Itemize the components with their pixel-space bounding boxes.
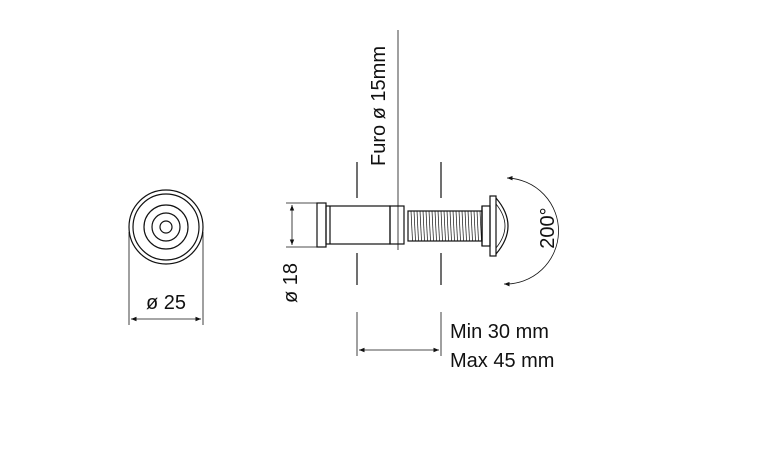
outer-barrel [325, 205, 391, 245]
thread-line [431, 210, 434, 242]
min-thickness-label: Min 30 mm [450, 321, 549, 343]
thickness-dimension: Min 30 mm Max 45 mm [356, 312, 554, 372]
viewer-body [316, 202, 405, 248]
thread-lines [410, 210, 482, 242]
max-thickness-label: Max 45 mm [450, 350, 554, 372]
thread-line [455, 210, 458, 242]
thread-line [458, 210, 461, 242]
front-diameter-dimension: ø 25 [128, 232, 204, 325]
threaded-section [407, 205, 491, 247]
thread-line [416, 210, 419, 242]
thread-line [419, 210, 422, 242]
body-diameter-dimension: ø 18 [280, 202, 318, 303]
thread-line [443, 210, 446, 242]
thread-line [425, 210, 428, 242]
thread-line [473, 210, 476, 242]
outer-ring-inner [132, 193, 200, 261]
lens-ring-inner [151, 212, 181, 242]
barrel-collar [389, 205, 405, 245]
lens-center [159, 220, 173, 234]
left-flange [316, 202, 327, 248]
thread-line [476, 210, 479, 242]
front-diameter-label: ø 25 [146, 292, 186, 314]
angle-arc [503, 175, 559, 287]
thread-line [464, 210, 467, 242]
dome-base [489, 195, 497, 257]
lens-ring [143, 204, 189, 250]
thread-line [467, 210, 470, 242]
nut [481, 205, 491, 247]
thread-line [440, 210, 443, 242]
door-section [356, 162, 442, 285]
angle-label: 200° [537, 207, 559, 248]
thread-line [470, 210, 473, 242]
body-diameter-label: ø 18 [280, 263, 302, 303]
thread-line [422, 210, 425, 242]
thread-line [479, 210, 482, 242]
thread-line [452, 210, 455, 242]
angle-dimension: 200° [503, 175, 559, 287]
outer-ring [128, 189, 204, 265]
thread-line [434, 210, 437, 242]
lens-dome [489, 195, 509, 257]
thread-line [446, 210, 449, 242]
thread-line [437, 210, 440, 242]
thread-line [461, 210, 464, 242]
thread-line [410, 210, 413, 242]
front-view [128, 189, 204, 265]
thread-line [449, 210, 452, 242]
hole-label: Furo ø 15mm [368, 46, 390, 166]
thread-line [428, 210, 431, 242]
thread-line [413, 210, 416, 242]
